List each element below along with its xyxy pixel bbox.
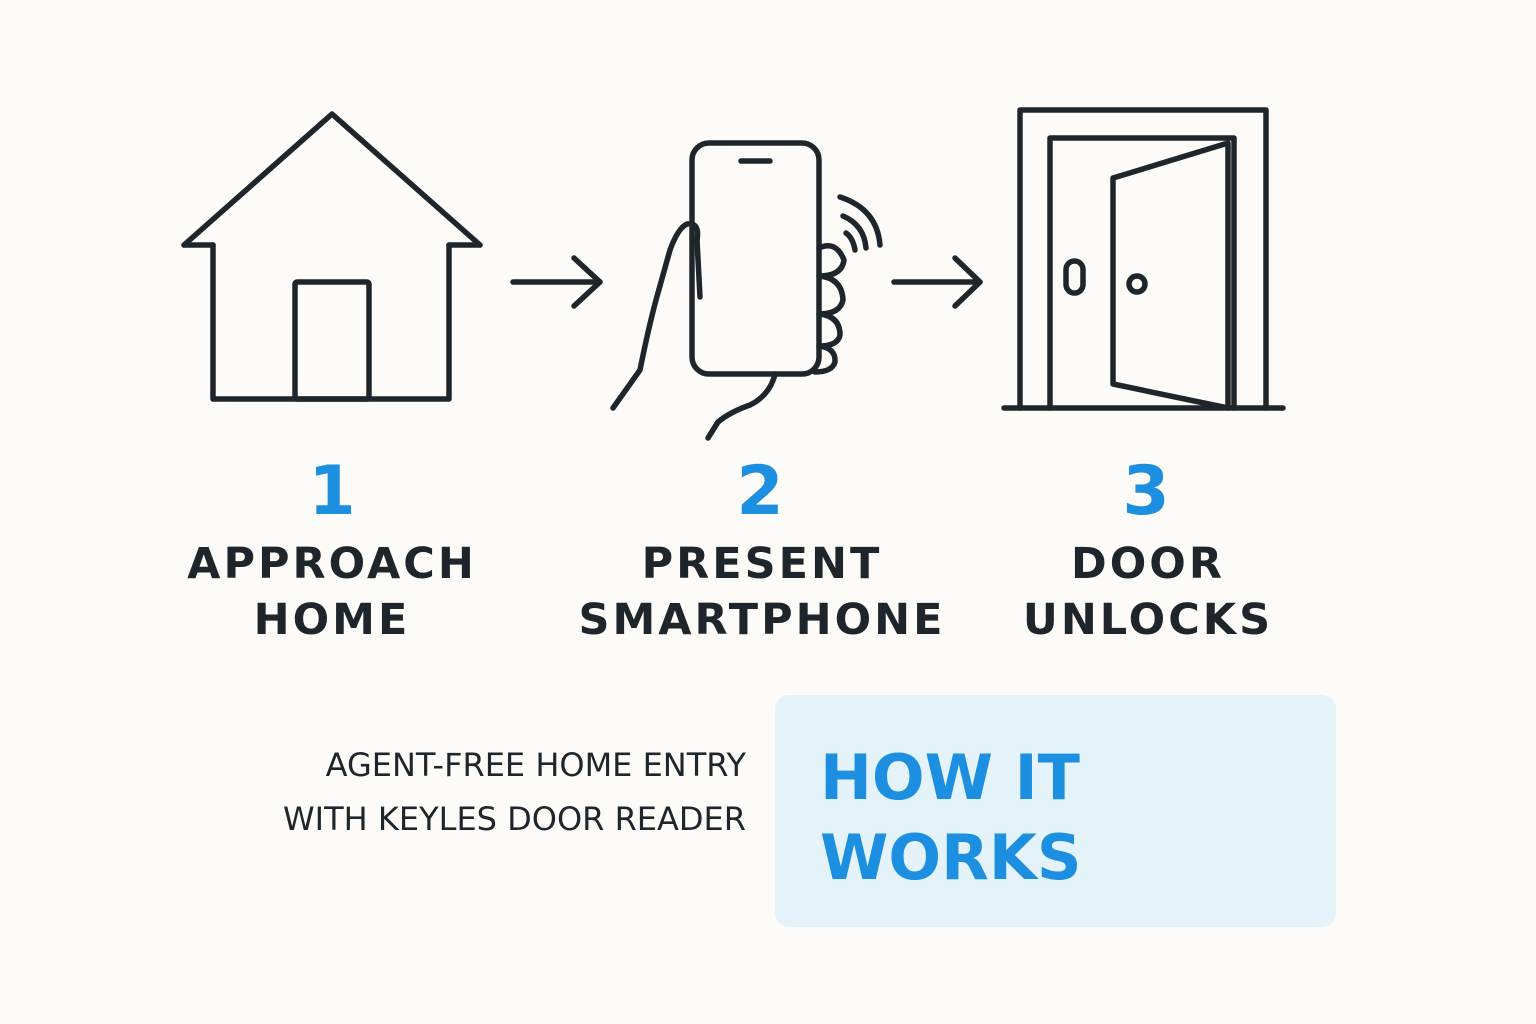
step-1-label-line2: HOME (253, 595, 411, 645)
headline-line1: HOW IT (820, 741, 1080, 814)
step-3-label-line1: DOOR (1071, 539, 1225, 589)
step-2-label-line1: PRESENT (641, 539, 883, 589)
arrow-right-icon (510, 255, 603, 309)
step-3-label: DOOR UNLOCKS (958, 536, 1338, 648)
step-1-number: 1 (308, 452, 356, 531)
step-1-label-line1: APPROACH (187, 539, 477, 589)
subtitle-line1: AGENT-FREE HOME ENTRY (325, 746, 746, 784)
step-3-number: 3 (1122, 452, 1170, 531)
headline-line2: WORKS (820, 821, 1082, 894)
hand-smartphone-icon (610, 140, 883, 441)
step-2-number: 2 (736, 452, 784, 531)
step-1-label: APPROACH HOME (142, 536, 522, 648)
house-icon (181, 111, 483, 402)
open-door-icon (1001, 107, 1286, 411)
headline-box (775, 695, 1336, 927)
step-3-label-line2: UNLOCKS (1022, 595, 1274, 645)
subtitle-line2: WITH KEYLES DOOR READER (283, 800, 746, 838)
step-2-label: PRESENT SMARTPHONE (572, 536, 952, 648)
step-2-label-line2: SMARTPHONE (578, 595, 946, 645)
arrow-right-icon (891, 255, 983, 309)
subtitle: AGENT-FREE HOME ENTRY WITH KEYLES DOOR R… (226, 738, 746, 846)
headline: HOW IT WORKS (820, 738, 1082, 898)
